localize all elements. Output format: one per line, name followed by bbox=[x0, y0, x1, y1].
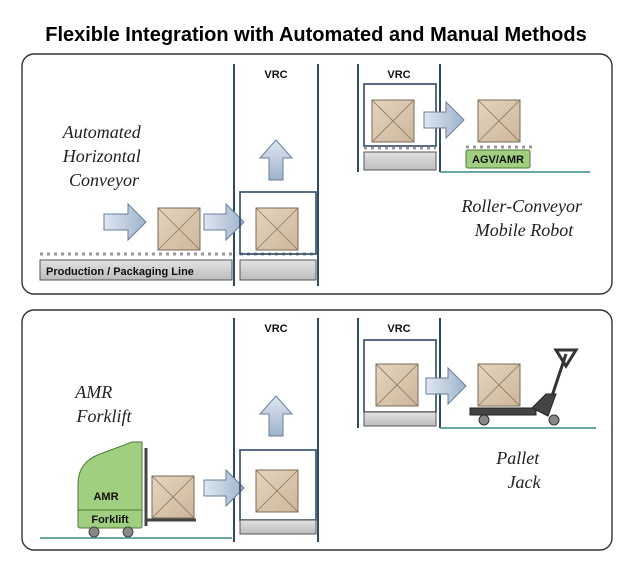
vrc-label: VRC bbox=[387, 69, 410, 81]
label-line: Automated bbox=[62, 122, 142, 142]
production-line-label: Production / Packaging Line bbox=[46, 266, 194, 278]
label-line: Horizontal bbox=[62, 146, 141, 166]
vrc-platform bbox=[363, 411, 437, 427]
wheel-icon bbox=[122, 526, 134, 538]
forklift-badge-bottom: Forklift bbox=[91, 514, 129, 526]
vrc-label: VRC bbox=[264, 323, 287, 335]
arrow-up-icon bbox=[258, 395, 294, 437]
agv-badge: AGV/AMR bbox=[472, 154, 524, 166]
roller-robot-label: Roller-Conveyor Mobile Robot bbox=[460, 196, 586, 240]
label-line: Jack bbox=[508, 472, 542, 492]
arrow-right-icon bbox=[103, 202, 147, 242]
agv-robot-body bbox=[465, 149, 531, 169]
bottom-panel: VRC VRC AMR Forklift AMR Forklift bbox=[21, 309, 613, 551]
arrow-right-icon bbox=[423, 100, 465, 140]
forklift-badge-top: AMR bbox=[93, 491, 118, 503]
arrow-right-icon bbox=[425, 366, 467, 406]
label-line: AMR bbox=[74, 382, 112, 402]
arrow-up-icon bbox=[258, 139, 294, 181]
forklift-base bbox=[77, 509, 143, 529]
arrow-right-icon bbox=[203, 202, 245, 242]
top-panel: VRC VRC Automated Horizontal Conveyor Pr… bbox=[21, 53, 613, 295]
vrc-platform bbox=[363, 151, 437, 171]
amr-forklift-label: AMR Forklift bbox=[74, 382, 132, 426]
arrow-right-icon bbox=[203, 468, 245, 508]
wheel-icon bbox=[88, 526, 100, 538]
pallet-jack-label: Pallet Jack bbox=[495, 448, 544, 492]
vrc-carriage bbox=[239, 191, 317, 255]
pallet-jack-icon bbox=[469, 348, 579, 426]
production-line-base bbox=[39, 259, 233, 281]
label-line: Conveyor bbox=[69, 170, 140, 190]
automated-conveyor-label: Automated Horizontal Conveyor bbox=[62, 122, 146, 190]
label-line: Pallet bbox=[495, 448, 540, 468]
forklift-body bbox=[77, 441, 143, 513]
vrc-label: VRC bbox=[264, 69, 287, 81]
label-line: Forklift bbox=[76, 406, 133, 426]
label-line: Roller-Conveyor bbox=[460, 196, 583, 216]
label-line: Mobile Robot bbox=[474, 220, 574, 240]
vrc-platform bbox=[239, 259, 317, 281]
diagram-title: Flexible Integration with Automated and … bbox=[45, 24, 587, 46]
vrc-platform bbox=[239, 519, 317, 535]
vrc-label: VRC bbox=[387, 323, 410, 335]
